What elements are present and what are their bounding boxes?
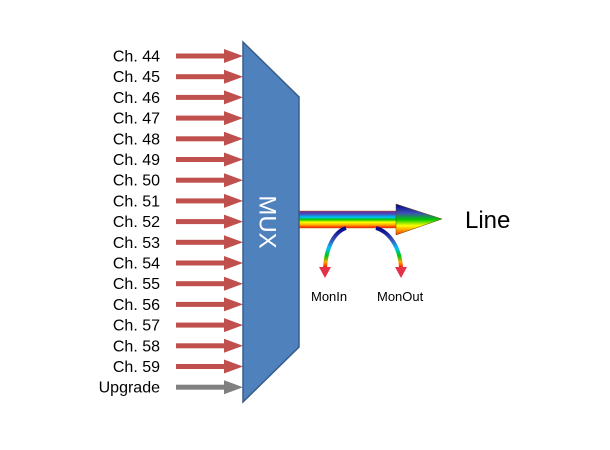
input-label: Ch. 51 bbox=[113, 193, 160, 210]
input-arrow-shaft bbox=[176, 364, 224, 369]
input-row: Ch. 47 bbox=[113, 111, 243, 128]
input-arrow-shaft bbox=[176, 74, 224, 80]
input-label: Ch. 58 bbox=[113, 338, 160, 355]
input-row: Ch. 48 bbox=[113, 131, 243, 148]
input-arrow-shaft bbox=[176, 53, 224, 59]
input-arrow-head bbox=[224, 256, 243, 270]
input-label: Ch. 50 bbox=[113, 173, 160, 190]
monitor-label-monout: MonOut bbox=[377, 289, 424, 304]
monitor-arc-in bbox=[319, 226, 347, 278]
input-label: Upgrade bbox=[99, 380, 160, 397]
input-label: Ch. 52 bbox=[113, 214, 160, 231]
output-label-line: Line bbox=[465, 207, 510, 234]
input-arrow-head bbox=[224, 90, 243, 105]
input-row: Ch. 50 bbox=[113, 173, 243, 190]
input-label: Ch. 59 bbox=[113, 359, 160, 376]
input-row: Ch. 51 bbox=[113, 193, 243, 210]
output-arrow bbox=[297, 203, 443, 236]
input-row: Ch. 55 bbox=[113, 276, 243, 293]
output-arrow-shaft bbox=[297, 210, 399, 229]
input-row: Upgrade bbox=[99, 380, 243, 397]
input-arrow-shaft bbox=[176, 94, 224, 100]
input-row: Ch. 49 bbox=[113, 152, 243, 169]
input-arrow-head bbox=[224, 235, 243, 250]
input-row: Ch. 54 bbox=[113, 256, 243, 273]
input-label: Ch. 57 bbox=[113, 318, 160, 335]
input-arrow-shaft bbox=[176, 219, 224, 225]
input-row: Ch. 56 bbox=[113, 297, 243, 314]
monitor-label-monin: MonIn bbox=[311, 289, 347, 304]
input-arrow-head bbox=[224, 214, 243, 229]
input-arrow-head bbox=[224, 173, 243, 188]
input-arrow-head bbox=[224, 318, 243, 333]
input-label: Ch. 46 bbox=[113, 90, 160, 107]
input-arrow-head bbox=[224, 338, 243, 353]
input-row: Ch. 52 bbox=[113, 214, 243, 231]
input-row: Ch. 59 bbox=[113, 359, 243, 376]
input-arrow-shaft bbox=[176, 177, 224, 183]
input-arrow-shaft bbox=[176, 136, 224, 142]
input-label: Ch. 47 bbox=[113, 111, 160, 128]
input-arrow-shaft bbox=[176, 322, 224, 328]
input-row: Ch. 44 bbox=[113, 49, 243, 66]
input-label: Ch. 45 bbox=[113, 69, 160, 86]
input-row: Ch. 45 bbox=[113, 69, 243, 86]
monitor-in-arrowhead bbox=[319, 267, 331, 278]
input-arrow-shaft bbox=[176, 343, 224, 349]
input-row: Ch. 46 bbox=[113, 90, 243, 107]
input-arrow-head bbox=[224, 276, 243, 291]
monitor-out-arrowhead bbox=[395, 267, 407, 278]
input-arrow-shaft bbox=[176, 301, 224, 307]
monitor-arc-out bbox=[375, 226, 407, 278]
input-arrow-shaft bbox=[176, 384, 224, 390]
input-arrow-head bbox=[224, 49, 243, 63]
input-arrow-head bbox=[224, 69, 243, 84]
input-arrow-head bbox=[224, 297, 243, 312]
input-label: Ch. 48 bbox=[113, 131, 160, 148]
input-arrow-head bbox=[224, 152, 243, 167]
input-label: Ch. 49 bbox=[113, 152, 160, 169]
mux-label: MUX bbox=[254, 195, 281, 248]
input-label: Ch. 56 bbox=[113, 297, 160, 314]
input-label: Ch. 44 bbox=[113, 49, 160, 66]
input-arrow-shaft bbox=[176, 115, 224, 121]
input-channels: Ch. 44 Ch. 45 Ch. 46 Ch. 47 Ch. 48 Ch. 49 Ch. … bbox=[99, 49, 243, 397]
input-arrow-head bbox=[224, 359, 243, 374]
input-label: Ch. 53 bbox=[113, 235, 160, 252]
input-label: Ch. 55 bbox=[113, 276, 160, 293]
output-arrow-head bbox=[395, 203, 443, 236]
input-row: Ch. 57 bbox=[113, 318, 243, 335]
input-arrow-head bbox=[224, 380, 243, 395]
input-arrow-shaft bbox=[176, 260, 224, 266]
input-arrow-shaft bbox=[176, 281, 224, 287]
input-row: Ch. 58 bbox=[113, 338, 243, 355]
input-arrow-head bbox=[224, 111, 243, 126]
input-row: Ch. 53 bbox=[113, 235, 243, 252]
input-arrow-head bbox=[224, 131, 243, 146]
input-arrow-shaft bbox=[176, 239, 224, 245]
input-arrow-shaft bbox=[176, 157, 224, 162]
input-label: Ch. 54 bbox=[113, 256, 160, 273]
input-arrow-head bbox=[224, 193, 243, 208]
input-arrow-shaft bbox=[176, 198, 224, 204]
mux-block bbox=[242, 40, 300, 404]
